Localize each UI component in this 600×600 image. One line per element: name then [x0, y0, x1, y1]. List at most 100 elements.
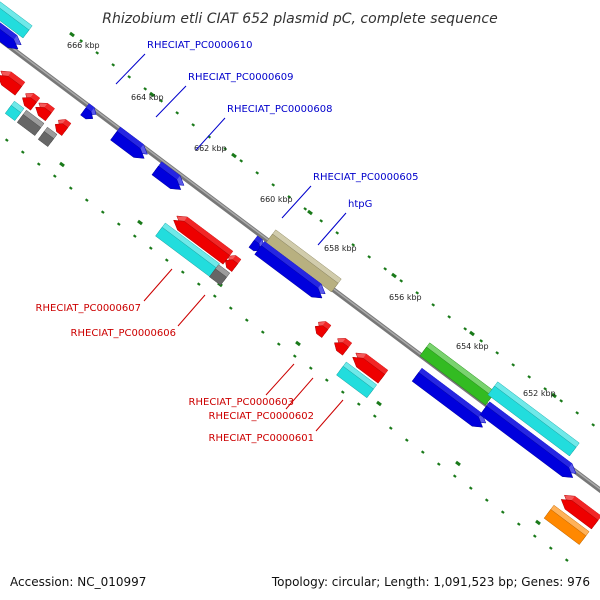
tick-mark: [4, 138, 9, 142]
gene-label[interactable]: htpG: [348, 199, 372, 210]
gene-red-9[interactable]: [352, 352, 389, 384]
tick-mark: [100, 210, 105, 214]
kbp-label: 654 kbp: [456, 342, 489, 351]
label-leader-line: [195, 117, 226, 151]
gene-gray-2[interactable]: [37, 126, 58, 147]
gene-blue-0[interactable]: [0, 22, 22, 50]
gene-blue-7[interactable]: [479, 401, 577, 478]
gene-red-6[interactable]: [224, 255, 242, 272]
kbp-label: 656 kbp: [389, 293, 422, 302]
kbp-label: 662 kbp: [194, 144, 227, 153]
gene-cyan-low[interactable]: [336, 361, 378, 399]
gene-red-7[interactable]: [314, 321, 332, 338]
gene-red-4[interactable]: [54, 119, 72, 136]
kbp-label: 660 kbp: [260, 195, 293, 204]
tick-mark: [559, 399, 564, 403]
gene-red-9-side: [363, 354, 388, 375]
tick-mark: [175, 111, 180, 115]
label-leader-line: [285, 377, 314, 410]
gene-blue-0-side: [0, 22, 17, 40]
gene-blue-3[interactable]: [151, 161, 185, 190]
tick-mark: [431, 303, 436, 307]
gene-cyan-right[interactable]: [487, 381, 580, 457]
gene-label[interactable]: RHECIAT_PC0000605: [313, 172, 418, 183]
gene-blue-0-face: [0, 28, 19, 50]
gene-blue-4[interactable]: [248, 235, 264, 252]
gene-cyan-low-face: [336, 365, 374, 399]
tick-mark: [516, 522, 521, 526]
gene-red-4-side: [62, 119, 71, 128]
gene-gray-3[interactable]: [209, 264, 231, 286]
tick-mark: [335, 231, 340, 235]
gene-red-1[interactable]: [0, 70, 26, 96]
major-tick: [391, 272, 397, 279]
major-tick: [231, 152, 237, 159]
gene-cyan-0[interactable]: [0, 1, 33, 39]
gene-blue-2[interactable]: [110, 126, 148, 159]
tick-mark: [447, 315, 452, 319]
gene-blue-3-face: [151, 165, 182, 190]
tick-mark: [415, 291, 420, 295]
gene-blue-7-face: [479, 405, 574, 478]
gene-label[interactable]: RHECIAT_PC0000602: [209, 411, 314, 422]
gene-htpg-face: [265, 233, 339, 293]
gene-blue-2-face: [110, 130, 145, 159]
gene-red-10-face: [560, 499, 599, 530]
gene-green[interactable]: [419, 342, 496, 406]
gene-gray-1[interactable]: [16, 109, 45, 136]
tick-mark: [324, 378, 329, 382]
label-leader-line: [281, 185, 312, 219]
tick-mark: [308, 366, 313, 370]
tick-mark: [500, 510, 505, 514]
tick-mark: [36, 162, 41, 166]
gene-red-3[interactable]: [35, 102, 55, 122]
gene-orange[interactable]: [543, 504, 590, 545]
gene-blue-1[interactable]: [80, 103, 97, 120]
gene-blue-5-face: [254, 245, 323, 299]
label-leader-line: [317, 212, 347, 246]
gene-blue-5-side: [261, 241, 322, 289]
tick-mark: [388, 426, 393, 430]
gene-label[interactable]: RHECIAT_PC0000603: [189, 397, 294, 408]
label-leader-line: [265, 363, 295, 396]
gene-cyan-small[interactable]: [4, 100, 25, 121]
gene-htpg[interactable]: [265, 229, 342, 293]
gene-red-8[interactable]: [334, 338, 353, 356]
tick-mark: [84, 198, 89, 202]
gene-labels: RHECIAT_PC0000610RHECIAT_PC0000609RHECIA…: [36, 40, 419, 444]
tick-mark: [68, 186, 73, 190]
tick-mark: [20, 150, 25, 154]
tick-mark: [191, 123, 196, 127]
tick-mark: [143, 87, 148, 91]
gene-red-10[interactable]: [560, 494, 600, 530]
tick-mark: [292, 354, 297, 358]
gene-label[interactable]: RHECIAT_PC0000607: [36, 303, 141, 314]
gene-red-6-face: [224, 259, 239, 272]
gene-blue-3-side: [158, 161, 181, 180]
gene-blue-7-side: [486, 401, 573, 468]
gene-label[interactable]: RHECIAT_PC0000606: [71, 328, 176, 339]
tick-mark: [511, 363, 516, 367]
gene-cyan-0-face: [0, 7, 30, 39]
major-tick: [535, 519, 541, 526]
gene-red-5[interactable]: [173, 215, 234, 265]
gene-orange-face: [543, 509, 587, 545]
tick-mark: [372, 414, 377, 418]
gene-label[interactable]: RHECIAT_PC0000601: [209, 433, 314, 444]
gene-blue-5[interactable]: [254, 241, 326, 299]
gene-label[interactable]: RHECIAT_PC0000608: [227, 104, 332, 115]
gene-blue-6-face: [411, 372, 483, 428]
gene-label[interactable]: RHECIAT_PC0000610: [147, 40, 252, 51]
tick-mark: [484, 498, 489, 502]
tick-mark: [463, 327, 468, 331]
tick-mark: [383, 267, 388, 271]
label-leader-line: [143, 268, 173, 302]
tick-mark: [95, 51, 100, 55]
tick-mark: [452, 474, 457, 478]
gene-label[interactable]: RHECIAT_PC0000609: [188, 72, 293, 83]
gene-red-2[interactable]: [22, 93, 41, 111]
gene-red-7-face: [314, 325, 329, 338]
tick-mark: [351, 243, 356, 247]
gene-blue-6[interactable]: [411, 367, 487, 428]
gene-blue-4-face: [248, 239, 261, 252]
